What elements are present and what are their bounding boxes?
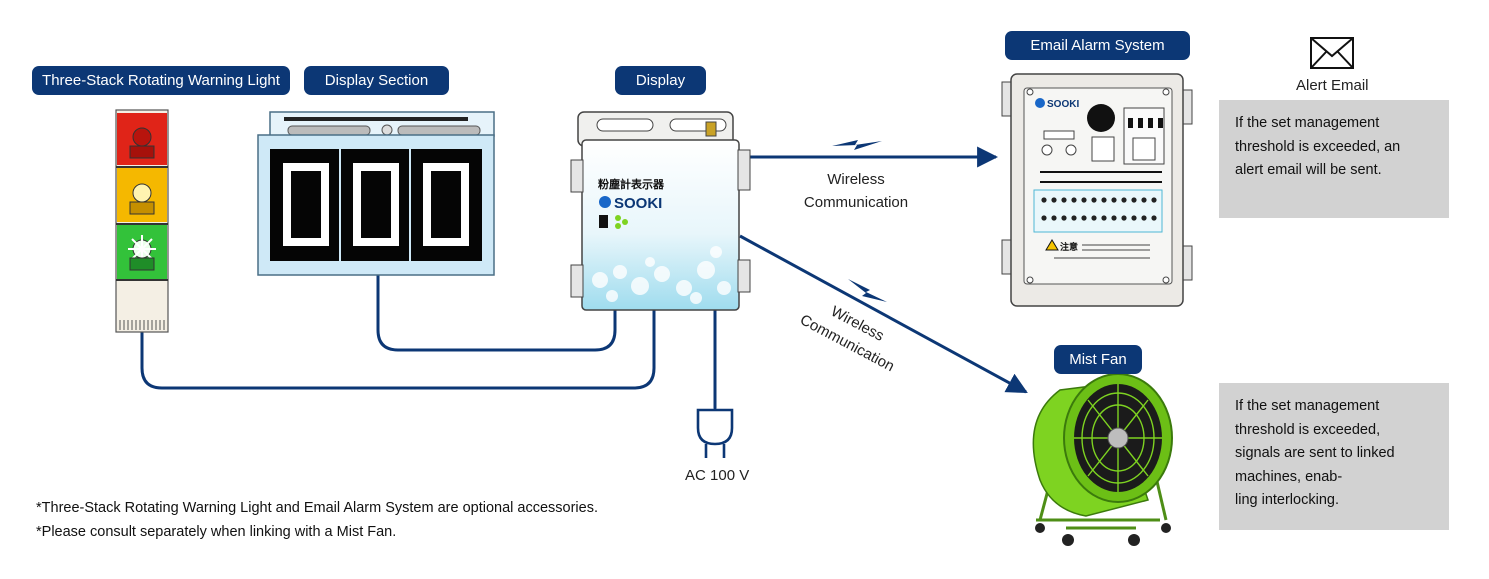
sooki-logo-icon [599,196,611,208]
wireless-bolt-lower-icon [848,279,887,302]
warning-light-device [115,109,169,333]
email-callout-line: alert email will be sent. [1235,162,1382,178]
alarm-sooki-logo-icon [1035,98,1045,108]
fan-callout-line: If the set management [1235,398,1380,414]
display-section-label: Display Section [304,66,449,95]
email-callout-line: threshold is exceeded, an [1235,138,1401,155]
footnote-optional: *Three-Stack Rotating Warning Light and … [36,500,598,516]
mist-fan-device [1032,373,1173,546]
cable-display-section [376,273,617,352]
mist-fan-label: Mist Fan [1054,345,1142,374]
display-device-jp-label: 粉塵計表示器 [598,177,665,191]
wireless-arrow-fan [739,234,1028,394]
power-label: AC 100 V [685,467,750,484]
wireless-label-upper: Wireless Communication [800,168,912,214]
cables [140,273,717,410]
display-section-device [257,111,495,276]
display-label: Display [615,66,706,95]
email-callout-line: If the set management [1235,115,1380,131]
lamp-red-icon [129,127,155,159]
alarm-caution-icon [1045,239,1059,251]
cable-warning-light [140,308,656,390]
alert-email-label: Alert Email [1296,77,1369,94]
fan-hub-icon [1107,427,1129,449]
display-device-brand: SOOKI [614,195,662,212]
fan-callout: If the set management threshold is excee… [1219,383,1449,530]
wireless-bolt-upper-icon [832,140,882,150]
fan-callout-line: ling interlocking. [1235,492,1339,508]
alarm-buzzer-icon [1087,104,1115,132]
email-alarm-label: Email Alarm System [1005,31,1190,60]
fan-callout-line: machines, enab- [1235,468,1343,485]
email-callout: If the set management threshold is excee… [1219,100,1449,218]
alarm-caution-label: 注意 [1060,241,1078,253]
seven-segment-digits [283,163,469,246]
alarm-device-brand: SOOKI [1047,99,1079,110]
wireless-label-upper-line1: Wireless [827,171,885,188]
wireless-label-upper-line2: Communication [803,194,909,211]
wireless-links [739,140,1028,394]
footnote-mist-fan: *Please consult separately when linking … [36,524,397,540]
power-plug-icon [696,408,734,458]
display-device: 粉塵計表示器 SOOKI [570,111,751,311]
lamp-yellow-icon [129,183,155,215]
alert-email-icon [1310,37,1354,69]
fan-callout-line: threshold is exceeded, [1235,421,1381,438]
warning-light-label: Three-Stack Rotating Warning Light [32,66,290,95]
lamp-green-icon [128,235,156,271]
fan-callout-line: signals are sent to linked [1235,445,1395,461]
email-alarm-device: SOOKI 注意 [1001,73,1193,307]
